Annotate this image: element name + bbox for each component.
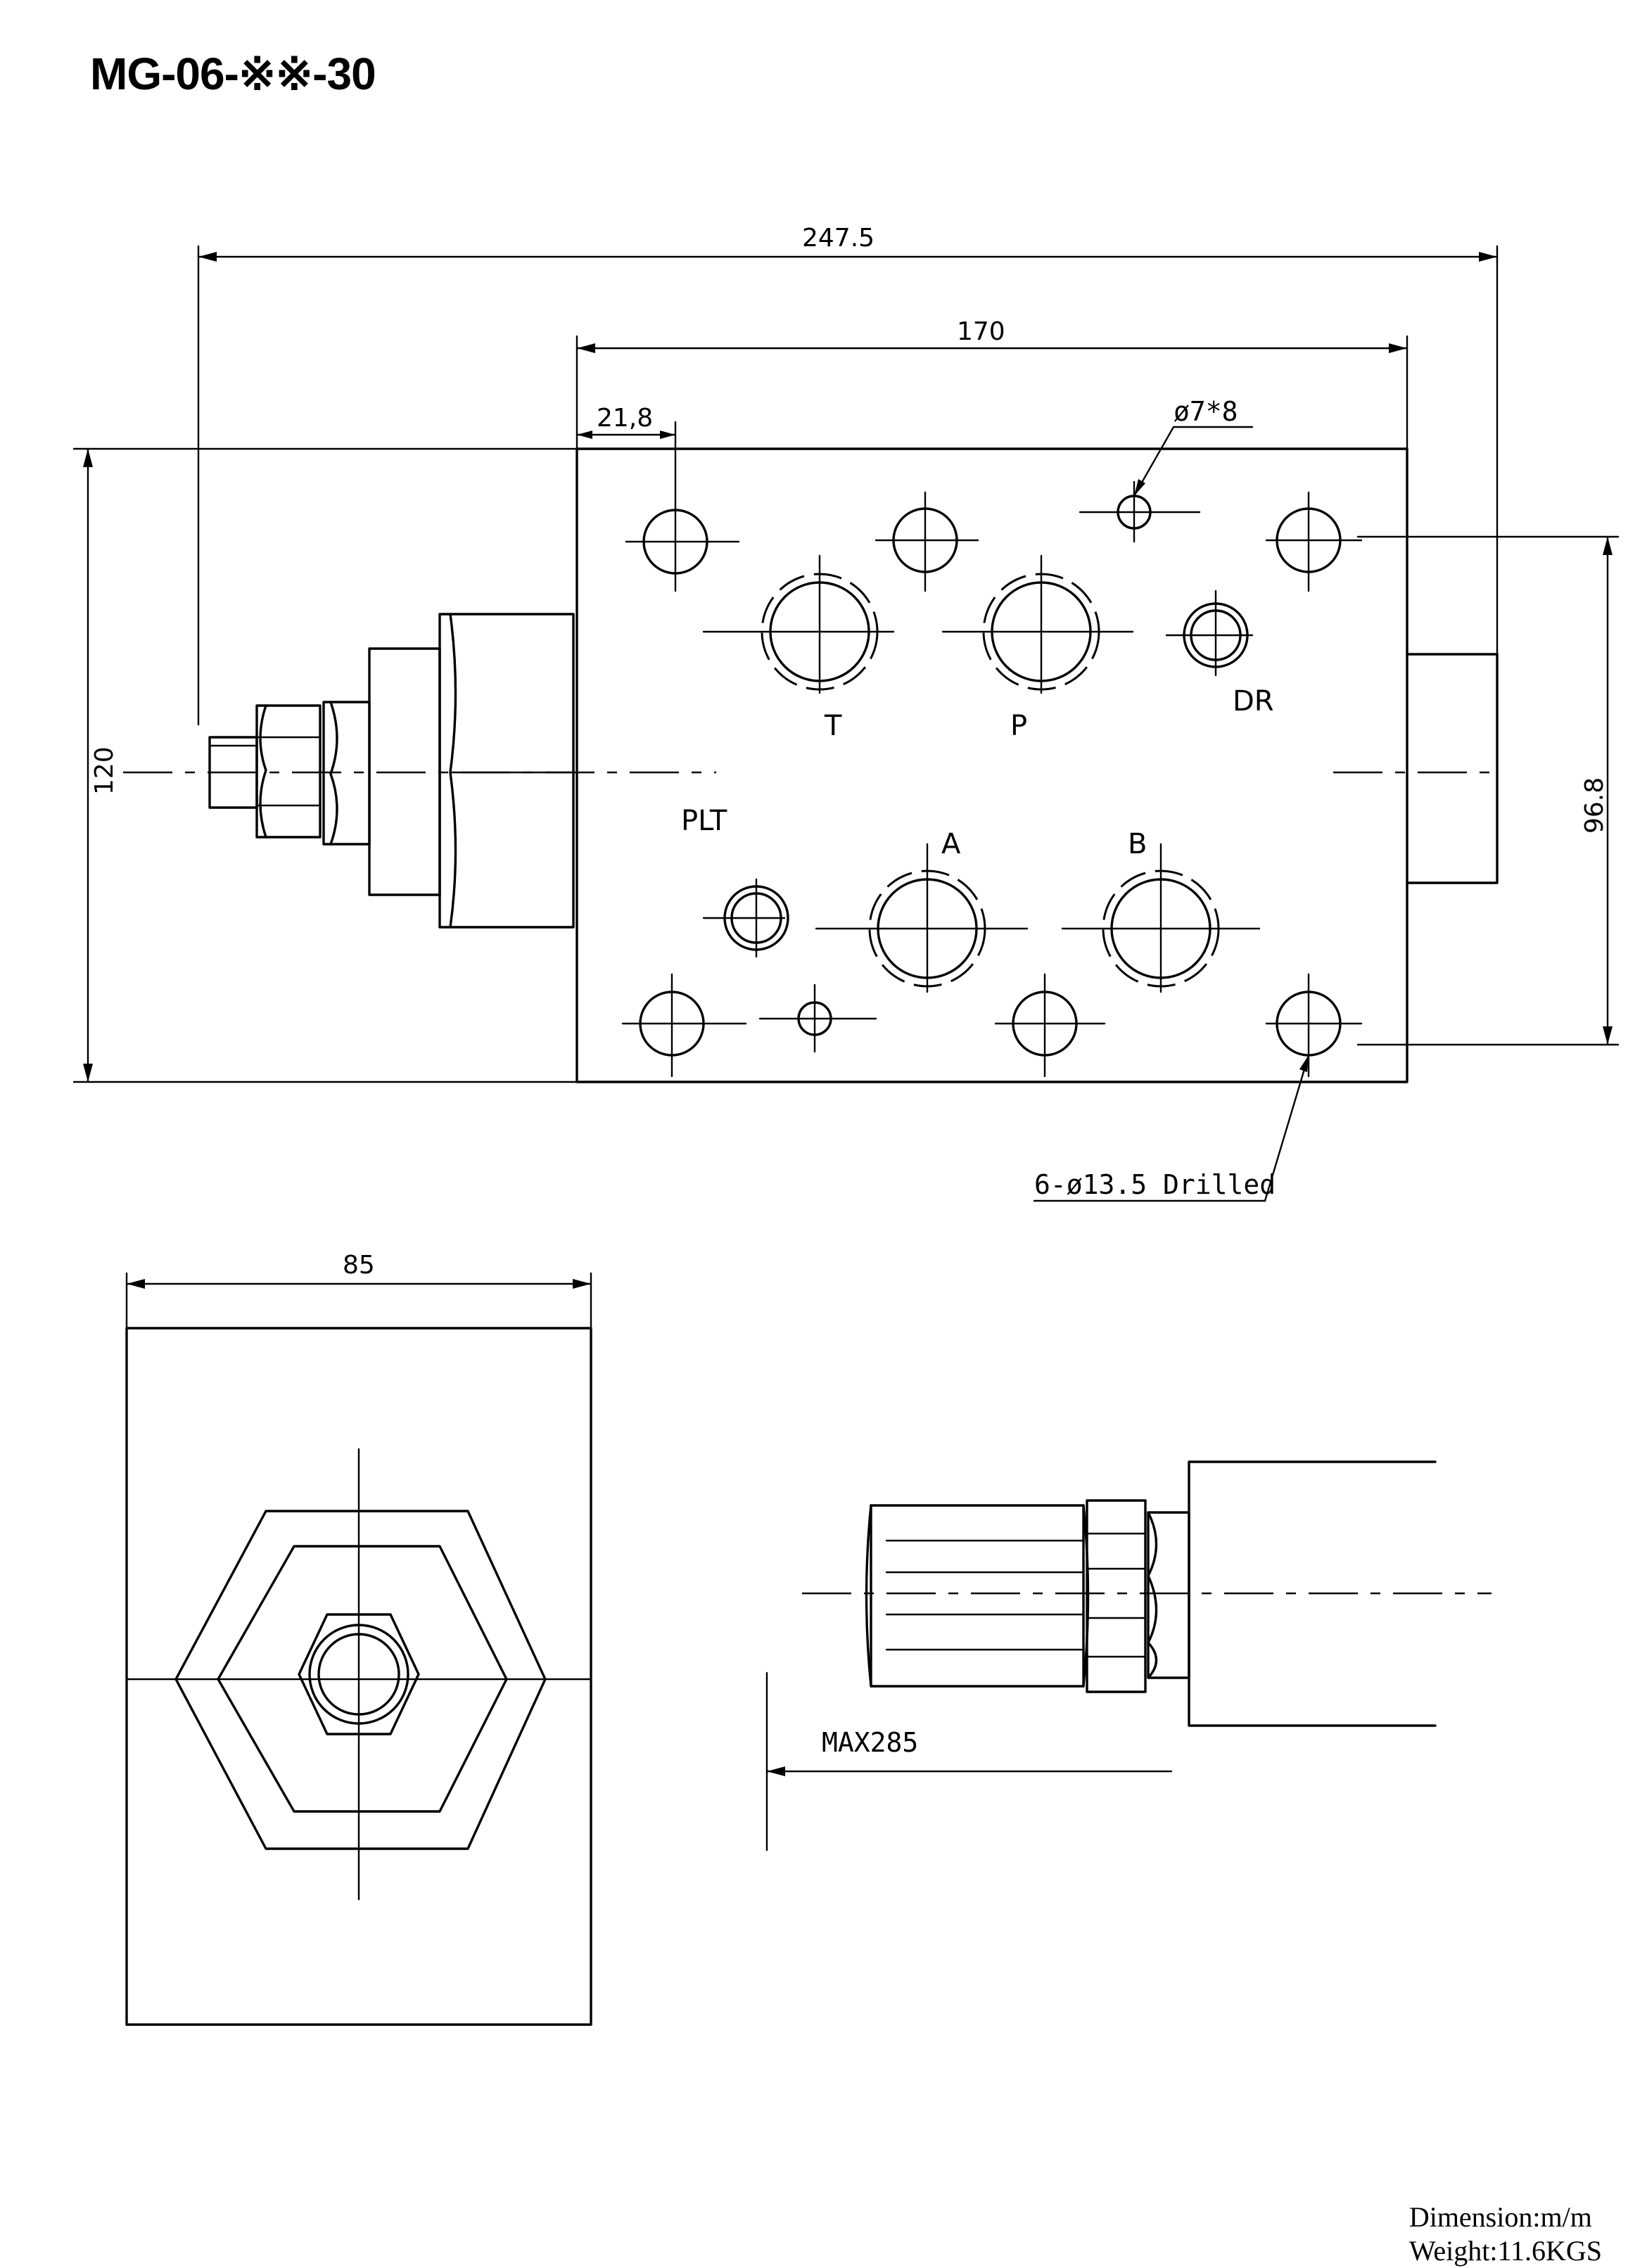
bolt-hole (1265, 973, 1363, 1078)
small-hex (298, 1613, 420, 1735)
leader-drilled-holes: 6-ø13.5 Drilled (1033, 1054, 1310, 1202)
port-t (702, 554, 895, 694)
bolt-holes (621, 491, 1363, 1078)
adjuster-assembly (208, 613, 575, 929)
bolt-hole (621, 973, 747, 1078)
port-label-b: B (1128, 828, 1147, 860)
dimension-width-label: 85 (343, 1251, 375, 1280)
end-view-outline (125, 1327, 592, 2026)
dimension-label: ø7*8 (1174, 396, 1238, 427)
dimension-label: 247.5 (802, 224, 875, 253)
leader-small-hole: ø7*8 (1133, 396, 1254, 497)
drawing-title: MG-06-※※-30 (90, 49, 376, 99)
valve-body-outline (576, 447, 1408, 1083)
dimension-label: 170 (957, 317, 1005, 346)
port-label-plt: PLT (681, 805, 727, 837)
bolt-hole (875, 491, 979, 592)
port-label-t: T (824, 710, 842, 742)
bolt-hole (625, 491, 740, 592)
bolt-hole (1265, 491, 1363, 592)
locating-hole-small (758, 983, 877, 1053)
port-label-p: P (1010, 710, 1027, 742)
dimension-label: 21,8 (597, 404, 653, 433)
dimension-edge-offset: 21,8 (576, 404, 677, 494)
side-view: MAX285 (765, 1460, 1492, 1852)
locating-hole-small (1079, 480, 1201, 543)
port-b (1061, 843, 1261, 993)
dimension-body-length: 170 (576, 317, 1408, 450)
dimension-bolt-spacing: 96.8 (1580, 535, 1613, 1046)
port-a (815, 843, 1029, 993)
port-p (941, 554, 1134, 694)
dimension-label: 6-ø13.5 Drilled (1034, 1169, 1276, 1200)
dimension-unit-note: Dimension:m/m (1408, 2201, 1592, 2233)
dimension-max-label: MAX285 (822, 1727, 918, 1758)
port-plt (702, 878, 789, 958)
drawing-notes: Dimension:m/m Weight:11.6KGS (1409, 2200, 1602, 2268)
end-view: 85 (125, 1251, 592, 2026)
port-label-a: A (941, 828, 961, 860)
bolt-hole (994, 973, 1106, 1078)
weight-note: Weight:11.6KGS (1408, 2235, 1602, 2267)
side-large-nut (870, 1504, 1085, 1688)
port-label-dr: DR (1233, 685, 1274, 718)
dimension-label: 120 (90, 746, 119, 795)
right-end-plate (1406, 653, 1499, 884)
dimension-height: 120 (83, 447, 119, 1083)
dimension-label: 96.8 (1580, 777, 1609, 834)
dimension-overall-length: 247.5 (197, 224, 1499, 884)
port-dr (1165, 590, 1254, 677)
top-view: T P DR PLT A B 247.5 170 21,8 (72, 224, 1620, 1202)
